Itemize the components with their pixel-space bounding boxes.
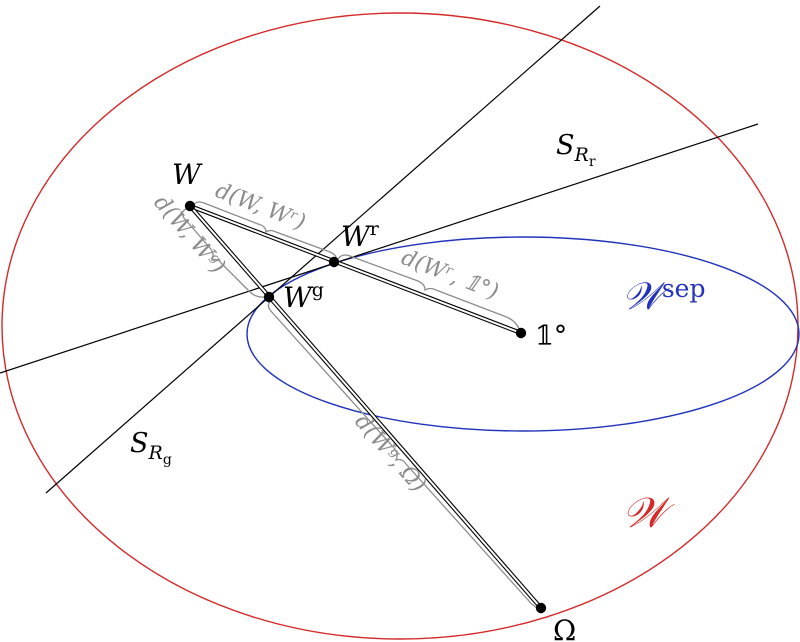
label-s-rg-base: S xyxy=(130,428,149,459)
brace-w-wg xyxy=(181,208,267,298)
point-w-g xyxy=(263,291,275,303)
label-s-rr-subsub: r xyxy=(589,154,596,170)
brace-wg-omega xyxy=(267,299,540,610)
label-s-rr-sub: R xyxy=(574,144,589,166)
label-omega: Ω xyxy=(553,614,576,642)
label-w-sep: 𝒲sep xyxy=(622,274,705,318)
label-s-rg-subsub: g xyxy=(163,452,172,468)
label-one-degree: 𝟙° xyxy=(535,321,567,352)
brace-wr-one xyxy=(337,254,521,332)
separable-set-ellipse xyxy=(246,236,800,432)
segment-w-to-one xyxy=(189,204,522,335)
point-one xyxy=(515,327,527,339)
label-s-rr: SRr xyxy=(556,130,596,170)
label-w-g: Wg xyxy=(283,279,324,314)
segment-w-to-omega xyxy=(188,204,543,610)
label-w-g-sup: g xyxy=(312,279,324,301)
hyperplane-line-s-rr xyxy=(0,123,759,374)
label-s-rr-base: S xyxy=(556,130,575,161)
point-w-r xyxy=(328,256,340,268)
label-w-r-base: W xyxy=(341,220,372,253)
distance-w-wr: d(W, Wʳ) xyxy=(212,178,309,235)
distance-wr-one: d(Wʳ, 𝟙°) xyxy=(398,245,502,305)
distance-wg-omega: d(Wᵍ, Ω) xyxy=(349,410,430,498)
point-omega xyxy=(535,602,547,614)
label-w-set: 𝒲 xyxy=(622,488,675,537)
label-w: W xyxy=(172,158,203,191)
label-s-rg-sub: R xyxy=(148,442,163,464)
point-w xyxy=(184,200,196,212)
label-w-r: Wr xyxy=(341,218,380,253)
label-w-g-base: W xyxy=(283,281,314,314)
label-s-rg: SRg xyxy=(130,428,172,468)
brace-w-wr xyxy=(192,201,338,262)
label-w-sep-sup: sep xyxy=(662,274,706,303)
outer-set-ellipse xyxy=(1,12,799,640)
label-w-r-sup: r xyxy=(370,218,380,240)
